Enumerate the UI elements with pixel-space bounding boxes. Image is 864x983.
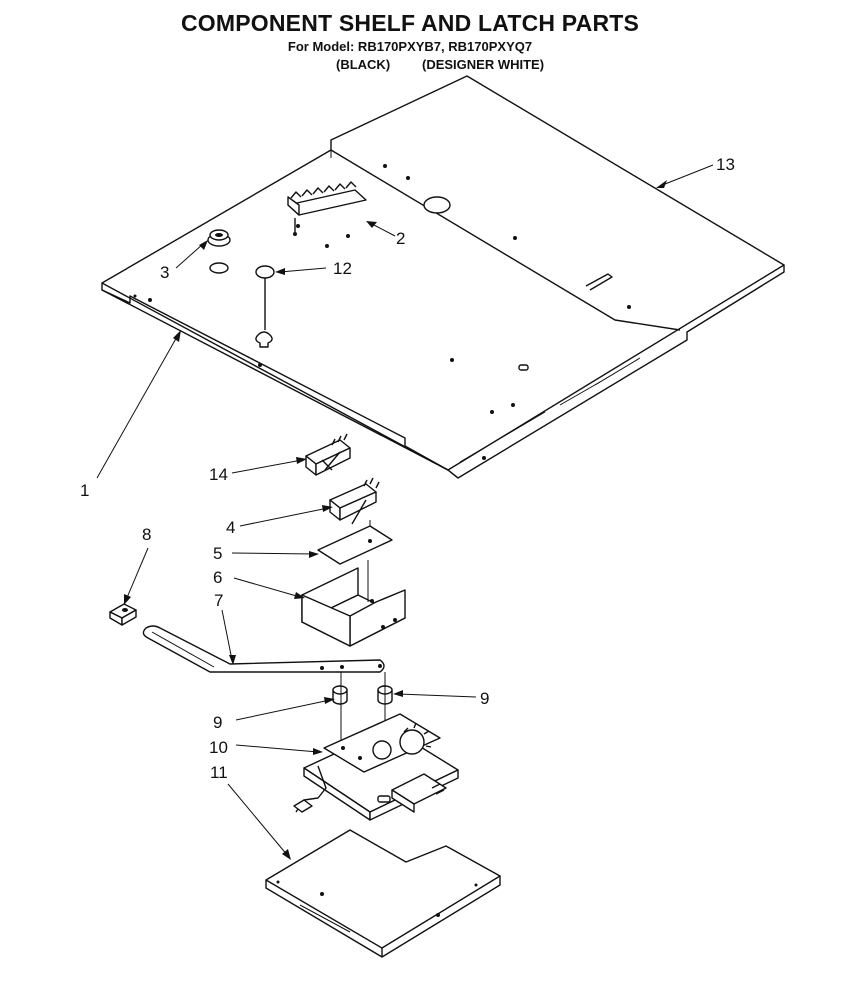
diagram-title: COMPONENT SHELF AND LATCH PARTS — [180, 10, 640, 36]
latch-assembly — [293, 713, 459, 821]
component-shelf — [101, 75, 785, 479]
plunger — [255, 265, 275, 330]
spacer-right — [377, 672, 393, 745]
latch-stop — [109, 603, 137, 626]
callout-14: 14 — [209, 465, 228, 484]
callout-6: 6 — [213, 568, 222, 587]
callout-11: 11 — [210, 763, 228, 782]
callout-5: 5 — [213, 544, 222, 563]
callout-7: 7 — [214, 591, 223, 610]
switch-4 — [329, 477, 380, 540]
color-white-label: (DESIGNER WHITE) — [422, 57, 545, 72]
terminal-block — [287, 181, 367, 236]
callout-9-right: 9 — [480, 689, 489, 708]
latch-link — [142, 625, 385, 673]
model-line: For Model: RB170PXYB7, RB170PXYQ7 — [287, 39, 533, 54]
callout-3: 3 — [160, 263, 169, 282]
callout-1: 1 — [80, 481, 89, 500]
callout-10: 10 — [209, 738, 228, 757]
switch-bracket — [301, 560, 406, 647]
callout-numbers: 13 2 3 12 1 14 4 5 6 7 8 9 9 10 11 — [80, 155, 735, 782]
color-black-label: (BLACK) — [336, 57, 391, 72]
callout-8: 8 — [142, 525, 151, 544]
leader-lines — [96, 164, 714, 860]
callout-4: 4 — [226, 518, 235, 537]
grommet — [207, 229, 231, 247]
callout-13: 13 — [716, 155, 735, 174]
callout-12: 12 — [333, 259, 352, 278]
switch-14 — [305, 433, 351, 476]
callout-9-left: 9 — [213, 713, 222, 732]
insulator — [317, 525, 393, 565]
cover-plate — [265, 829, 501, 958]
callout-2: 2 — [396, 229, 405, 248]
spacer-left — [332, 672, 348, 745]
